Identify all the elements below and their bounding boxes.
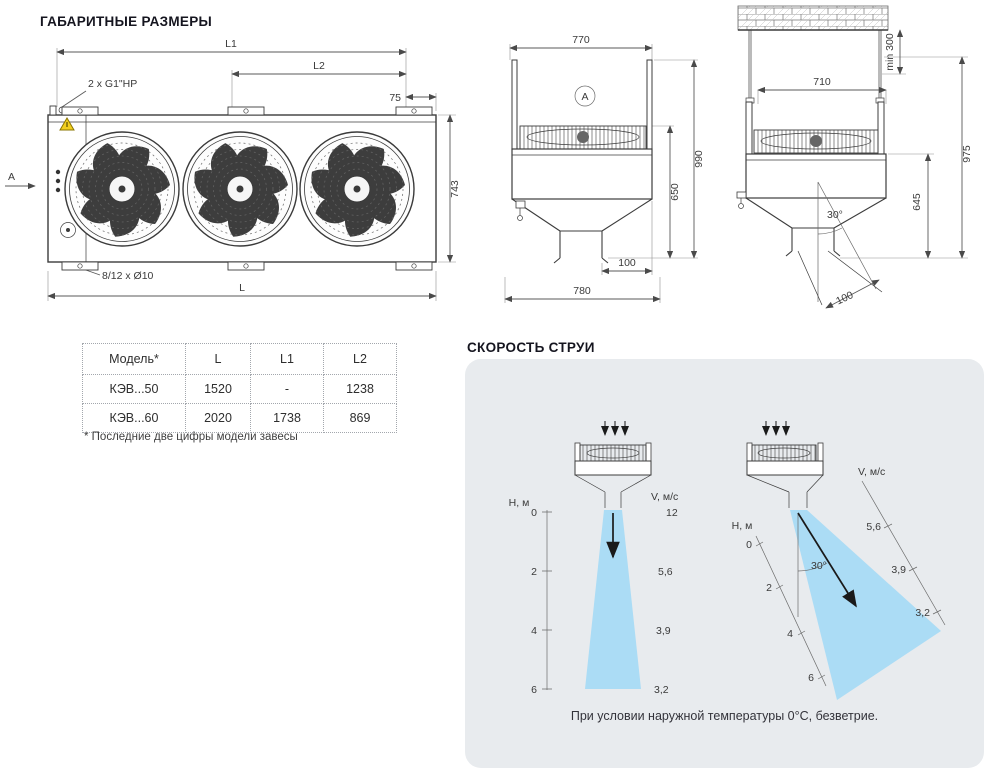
jet-speed-panel: H, м 0 2 4 6 V, м/с 12 5,6 3,9 3,2 [465,359,984,768]
jet-speed-svg: H, м 0 2 4 6 V, м/с 12 5,6 3,9 3,2 [509,421,946,700]
table-footnote: * Последние две цифры модели завесы [84,431,298,443]
warning-icon [59,117,75,131]
ceiling-unit-profile [736,101,887,257]
v-value: 5,6 [866,521,881,533]
dim-650-label: 650 [669,183,681,201]
view-a-label: A [8,171,15,183]
jet-cone [585,510,641,689]
jet-speed-heading: СКОРОСТЬ СТРУИ [467,340,595,355]
front-view-drawing: L1 L2 75 743 L 2 x G1"HP 8/12 x Ø10 A [0,33,465,313]
mounting-rods [745,30,885,104]
v-axis [861,480,946,626]
v-value: 3,9 [891,564,906,576]
h-tick: 0 [531,507,537,519]
cell-l: 2020 [185,403,251,433]
h-tick: 4 [531,625,537,637]
fan-icon [300,132,414,246]
front-dimension-lines [5,48,454,300]
h-axis [542,510,552,690]
h-axis [755,535,827,687]
dim-l1-label: L1 [225,38,237,50]
table-header-l2: L2 [323,343,397,375]
jet-direction-arrow [797,512,857,608]
dimensions-heading: ГАБАРИТНЫЕ РАЗМЕРЫ [40,14,213,29]
front-view-svg: L1 L2 75 743 L 2 x G1"HP 8/12 x Ø10 A [5,38,461,301]
ceiling-extension-lines [757,56,968,259]
v-axis-label: V, м/с [651,491,678,503]
cell-model: КЭВ...60 [82,403,186,433]
h-axis-label: H, м [509,497,530,509]
airflow-arrows [762,421,790,436]
table-header-l1: L1 [250,343,324,375]
section-a-label: A [581,91,588,103]
dim-min300-label: min 300 [884,33,896,71]
dim-75-label: 75 [389,92,401,104]
holes-label: 8/12 x Ø10 [102,270,154,282]
side-view-drawing: A 770 990 650 100 780 [482,33,710,313]
cell-l2: 869 [323,403,397,433]
jet-angle-lines [797,181,883,306]
jet-diagram-vertical: H, м 0 2 4 6 V, м/с 12 5,6 3,9 3,2 [509,421,678,696]
h-tick: 6 [808,672,814,684]
table-header-model: Модель* [82,343,186,375]
dim-770-label: 770 [572,34,590,46]
section-a-mark: A [574,85,596,107]
angle-30-label: 30° [811,560,827,572]
h-axis-label: H, м [732,520,753,532]
table-header-row: Модель* L L1 L2 [82,343,397,375]
cell-l1: 1738 [250,403,324,433]
dim-100-jet-label: 100 [834,289,855,307]
dimensions-table: Модель* L L1 L2 КЭВ...50 1520 - 1238 КЭВ… [82,343,397,433]
fan-icon [183,132,297,246]
mounting-tabs [61,106,433,271]
jet-cone [790,510,941,700]
jet-caption: При условии наружной температуры 0°С, бе… [570,709,879,723]
table-row: КЭВ...60 2020 1738 869 [82,403,397,433]
cell-l2: 1238 [323,374,397,404]
cell-l: 1520 [185,374,251,404]
h-tick: 6 [531,684,537,696]
control-indicators [55,169,76,238]
side-unit-profile [511,59,653,264]
fitting-label: 2 x G1"HP [88,78,137,90]
angle-arc [797,562,828,572]
h-tick: 2 [766,582,772,594]
valve-fitting-icon [736,191,747,209]
v-value: 12 [666,507,678,519]
dim-l-label: L [239,282,245,294]
airflow-arrows [601,421,629,436]
dim-990-label: 990 [693,150,705,168]
table-row: КЭВ...50 1520 - 1238 [82,374,397,404]
cell-model: КЭВ...50 [82,374,186,404]
ceiling-view-svg: min 300 710 975 645 30° 100 [736,5,973,309]
ceiling-dimension-lines [757,29,966,309]
h-tick: 4 [787,628,793,640]
drain-fitting-icon [515,200,526,221]
jet-diagram-angled: H, м 0 2 4 6 V, м/с 5,6 3,9 3,2 30° [732,421,946,700]
v-value: 3,2 [915,607,930,619]
fan-unit-icon [746,442,824,508]
dim-l2-label: L2 [313,60,325,72]
side-dimension-lines [504,44,698,303]
side-view-svg: A 770 990 650 100 780 [504,34,705,303]
cell-l1: - [250,374,324,404]
dim-975-label: 975 [961,145,973,163]
dim-645-label: 645 [911,193,923,211]
h-tick: 0 [746,539,752,551]
v-value: 3,2 [654,684,669,696]
ceiling-view-drawing: min 300 710 975 645 30° 100 [724,2,984,312]
angle-30-label: 30° [827,209,843,221]
h-tick: 2 [531,566,537,578]
dim-780-label: 780 [573,285,591,297]
v-value: 5,6 [658,566,673,578]
dim-710-label: 710 [813,76,831,88]
dim-743-label: 743 [449,180,461,198]
v-value: 3,9 [656,625,671,637]
table-header-l: L [185,343,251,375]
v-axis-label: V, м/с [858,466,885,478]
fan-icon [65,132,179,246]
dim-100-label: 100 [618,257,636,269]
brick-wall [737,5,889,31]
fan-unit-icon [574,442,652,508]
